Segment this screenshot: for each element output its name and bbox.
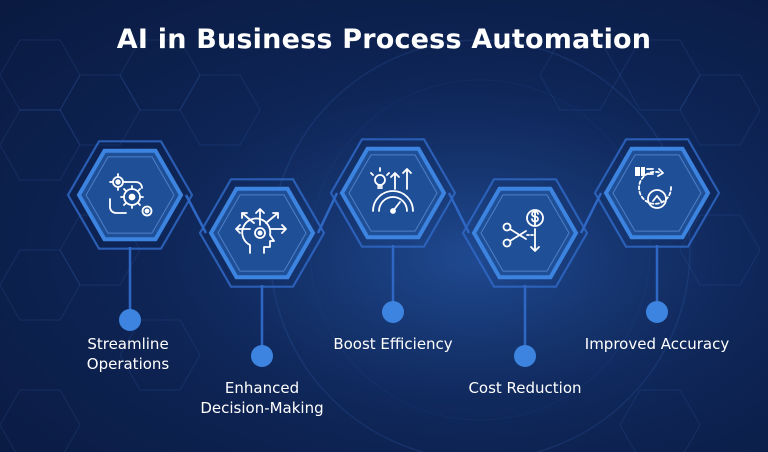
hex-outer-ring (593, 138, 721, 248)
gears-workflow-icon (109, 173, 153, 217)
hex-inner-line (348, 154, 438, 232)
connector-dot (514, 345, 536, 367)
step-icons (109, 167, 672, 254)
hex-inner (603, 146, 711, 240)
hex-outer-ring (461, 178, 589, 288)
connector-dot (646, 301, 668, 323)
hex-inner (339, 146, 447, 240)
step-label-streamline-operations: Streamline Operations (86, 335, 170, 373)
hex-outer-ring (329, 138, 457, 248)
bulb-gauge-icon (370, 167, 414, 214)
step-label-cost-reduction: Cost Reduction (468, 379, 582, 397)
head-gear-arrows-icon (235, 208, 287, 254)
connector-dot (251, 345, 273, 367)
page-title: AI in Business Process Automation (116, 24, 652, 55)
hex-outer-ring (198, 178, 326, 288)
hex-inner-line (217, 194, 307, 272)
hex-inner-line (612, 154, 702, 232)
connector-dot (119, 309, 141, 331)
hex-inner-line (480, 194, 570, 272)
step-label-boost-efficiency: Boost Efficiency (333, 335, 453, 353)
hex-outer-ring (66, 140, 194, 250)
scissors-dollar-icon (502, 209, 544, 252)
connector-dot (382, 301, 404, 323)
target-refresh-icon (635, 167, 672, 209)
step-label-enhanced-decision-making: Enhanced Decision-Making (200, 379, 324, 417)
hex-inner-line (85, 156, 175, 234)
step-label-improved-accuracy: Improved Accuracy (584, 335, 730, 353)
connector-dots (119, 301, 668, 367)
hex-inner (471, 186, 579, 280)
